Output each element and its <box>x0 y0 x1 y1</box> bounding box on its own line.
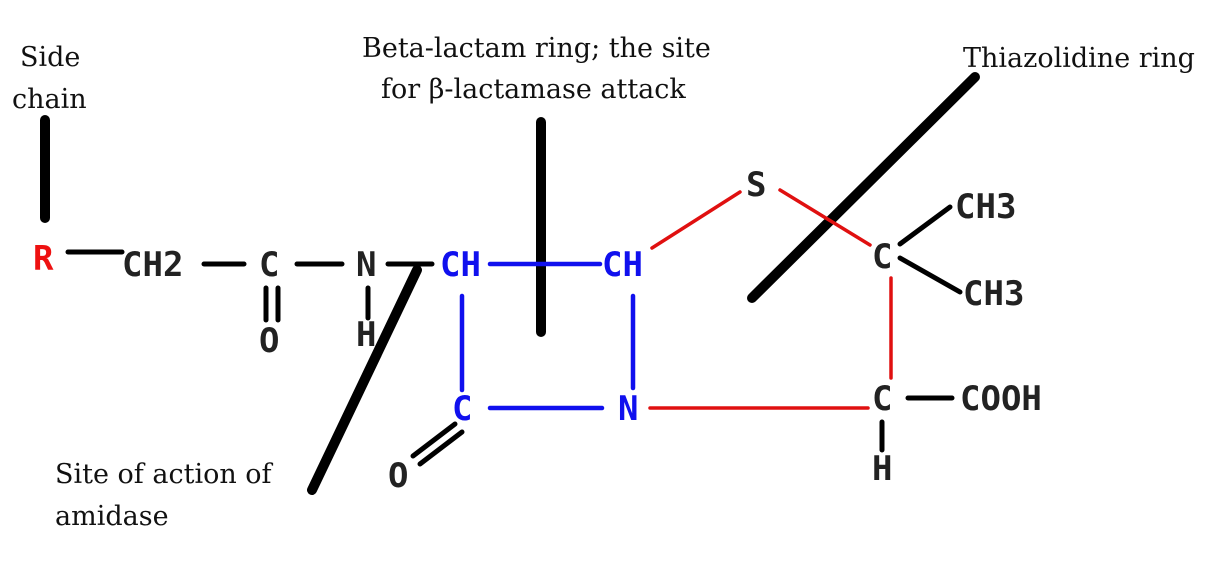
atom-s: S <box>746 165 766 205</box>
atom-r: R <box>33 239 54 279</box>
atom-ch3-bottom: CH3 <box>963 274 1024 314</box>
atom-n-ring: N <box>618 389 638 429</box>
bond-o-c-lactam-b <box>417 429 465 467</box>
bond-ch-s <box>650 190 742 250</box>
atom-h-amide: H <box>356 315 376 355</box>
atom-ch2: CH2 <box>122 245 183 285</box>
label-thiazolidine: Thiazolidine ring <box>963 43 1195 74</box>
atom-c-lactam: C <box>452 389 472 429</box>
beta-lactam-ring <box>459 261 636 411</box>
label-beta-lactam: Beta-lactam ring; the site for β-lactama… <box>362 33 711 105</box>
thiazolidine-ring <box>648 188 893 410</box>
atom-c-gem: C <box>872 237 892 277</box>
label-side-chain-line2: chain <box>12 84 87 115</box>
bond-c-ch3-top <box>897 204 953 247</box>
bond-o-c-lactam-a <box>410 421 458 459</box>
label-amidase-line2: amidase <box>55 501 169 532</box>
label-beta-lactam-line2: for β-lactamase attack <box>381 74 686 105</box>
pointer-amidase <box>307 265 422 495</box>
atom-c-cooh: C <box>872 379 892 419</box>
atom-cooh: COOH <box>960 379 1042 419</box>
label-amidase: Site of action of amidase <box>55 459 274 532</box>
atom-o-lactam: O <box>388 456 408 496</box>
atom-c-carbonyl: C <box>259 245 279 285</box>
atom-ch-left: CH <box>440 245 481 285</box>
label-beta-lactam-line1: Beta-lactam ring; the site <box>362 33 711 64</box>
bond-c-ch3-bottom <box>897 255 963 295</box>
pointer-lines <box>40 72 980 495</box>
label-amidase-line1: Site of action of <box>55 459 274 490</box>
atom-h-cooh: H <box>872 449 892 489</box>
atom-n-amide: N <box>356 245 376 285</box>
side-chain-bonds <box>65 204 963 467</box>
atom-o-carbonyl: O <box>259 321 279 361</box>
bond-s-c <box>778 188 872 247</box>
label-side-chain-line1: Side <box>20 42 80 73</box>
label-side-chain: Side chain <box>12 42 87 115</box>
atom-ch-right: CH <box>602 245 643 285</box>
atom-ch3-top: CH3 <box>955 187 1016 227</box>
atoms: R CH2 C O N H CH CH C O N S C CH3 CH3 C … <box>33 165 1042 496</box>
pointer-thiazolidine <box>747 72 980 303</box>
